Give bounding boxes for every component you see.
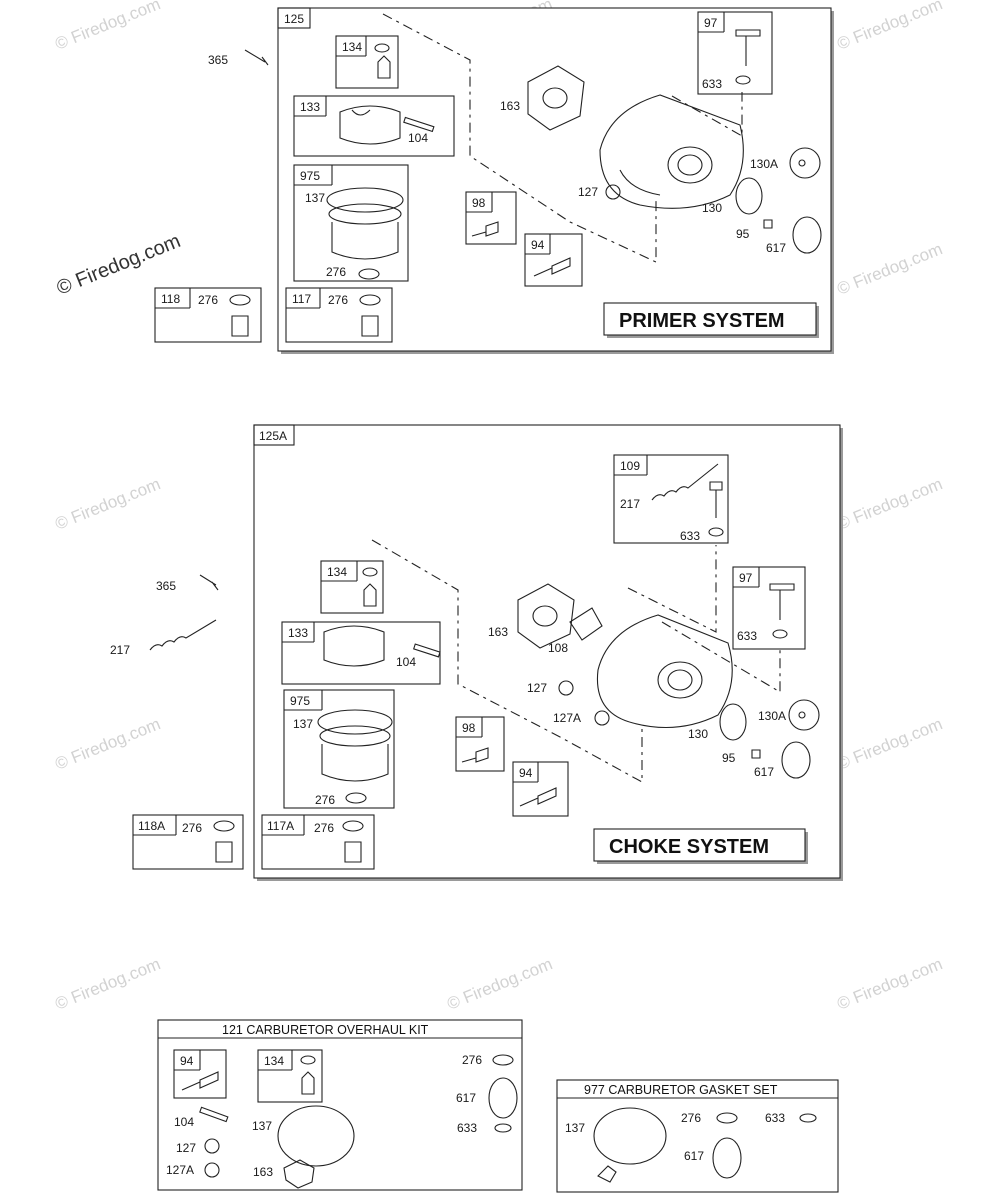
part-label: 137 xyxy=(305,191,325,205)
sub-box-id: 117 xyxy=(292,292,311,306)
primer-part-labels: 365 104 137 276 163 633 127 130A 130 95 … xyxy=(198,53,786,307)
choke-part-labels: 217 633 365 217 104 163 108 633 127 127A… xyxy=(110,497,786,835)
system-title: CHOKE SYSTEM xyxy=(609,836,769,858)
watermark: © Firedog.com xyxy=(52,714,163,773)
part-label: 127A xyxy=(553,711,581,725)
part-label: 617 xyxy=(766,241,786,255)
part-label: 130A xyxy=(750,157,778,171)
part-label: 127 xyxy=(527,681,547,695)
sub-box-id: 118 xyxy=(161,292,180,306)
part-label: 127 xyxy=(578,185,598,199)
part-label: 365 xyxy=(208,53,228,67)
gasket-set-labels: 137 276 633 617 xyxy=(565,1111,785,1163)
part-label: 617 xyxy=(456,1091,476,1105)
kit-title: 121 CARBURETOR OVERHAUL KIT xyxy=(222,1023,429,1037)
part-label: 130A xyxy=(758,709,786,723)
part-label: 365 xyxy=(156,579,176,593)
watermark: © Firedog.com xyxy=(834,954,945,1013)
sub-box-id: 133 xyxy=(288,626,308,640)
watermark-large: © Firedog.com xyxy=(54,230,184,300)
part-label: 163 xyxy=(253,1165,273,1179)
overhaul-kit-labels: 276 617 104 137 633 127 127A 163 xyxy=(166,1053,482,1179)
part-label: 617 xyxy=(684,1149,704,1163)
sub-box-id: 133 xyxy=(300,100,320,114)
part-label: 104 xyxy=(408,131,428,145)
sub-box-id: 134 xyxy=(264,1054,284,1068)
sub-box-id: 98 xyxy=(462,721,476,735)
sub-box-id: 94 xyxy=(531,238,545,252)
part-label: 95 xyxy=(736,227,750,241)
sub-box-id: 94 xyxy=(180,1054,194,1068)
sub-box-id: 98 xyxy=(472,196,486,210)
part-label: 633 xyxy=(680,529,700,543)
box-id: 125 xyxy=(284,12,304,26)
part-label: 633 xyxy=(737,629,757,643)
part-label: 130 xyxy=(688,727,708,741)
sub-box-id: 97 xyxy=(739,571,753,585)
sub-box-id: 97 xyxy=(704,16,718,30)
part-label: 163 xyxy=(488,625,508,639)
part-label: 137 xyxy=(565,1121,585,1135)
part-label: 633 xyxy=(702,77,722,91)
choke-system-section: 125A 109 134 133 975 98 9 xyxy=(132,424,843,881)
part-label: 104 xyxy=(174,1115,194,1129)
watermark: © Firedog.com xyxy=(52,0,163,54)
sub-box-id: 134 xyxy=(342,40,362,54)
part-label: 276 xyxy=(182,821,202,835)
watermark: © Firedog.com xyxy=(834,0,945,54)
part-label: 95 xyxy=(722,751,736,765)
part-label: 276 xyxy=(681,1111,701,1125)
part-label: 127 xyxy=(176,1141,196,1155)
sub-box-id: 975 xyxy=(300,169,320,183)
part-label: 217 xyxy=(110,643,130,657)
part-label: 217 xyxy=(620,497,640,511)
part-label: 276 xyxy=(462,1053,482,1067)
watermark: © Firedog.com xyxy=(52,474,163,533)
part-label: 276 xyxy=(198,293,218,307)
sub-box-id: 94 xyxy=(519,766,533,780)
part-label: 137 xyxy=(252,1119,272,1133)
sub-box-id: 117A xyxy=(267,819,294,833)
watermark: © Firedog.com xyxy=(834,714,945,773)
sub-box-id: 109 xyxy=(620,459,640,473)
part-label: 108 xyxy=(548,641,568,655)
part-label: 104 xyxy=(396,655,416,669)
sub-box-id: 975 xyxy=(290,694,310,708)
part-label: 276 xyxy=(315,793,335,807)
part-label: 130 xyxy=(702,201,722,215)
part-label: 127A xyxy=(166,1163,194,1177)
part-label: 276 xyxy=(314,821,334,835)
sub-box-id: 118A xyxy=(138,819,165,833)
part-label: 633 xyxy=(765,1111,785,1125)
part-label: 276 xyxy=(326,265,346,279)
watermark: © Firedog.com xyxy=(834,474,945,533)
watermark: © Firedog.com xyxy=(834,239,945,298)
primer-system-section: 125 134 133 975 98 94 97 xyxy=(154,7,834,354)
part-label: 633 xyxy=(457,1121,477,1135)
part-label: 276 xyxy=(328,293,348,307)
part-label: 163 xyxy=(500,99,520,113)
gasket-set-section: 977 CARBURETOR GASKET SET xyxy=(556,1079,839,1193)
box-id: 125A xyxy=(259,429,287,443)
sub-box-id: 134 xyxy=(327,565,347,579)
system-title: PRIMER SYSTEM xyxy=(619,310,785,332)
kit-title: 977 CARBURETOR GASKET SET xyxy=(584,1083,778,1097)
part-label: 617 xyxy=(754,765,774,779)
watermark: © Firedog.com xyxy=(52,954,163,1013)
part-label: 137 xyxy=(293,717,313,731)
watermark: © Firedog.com xyxy=(444,954,555,1013)
overhaul-kit-section: 121 CARBURETOR OVERHAUL KIT 94 134 xyxy=(157,1019,523,1191)
